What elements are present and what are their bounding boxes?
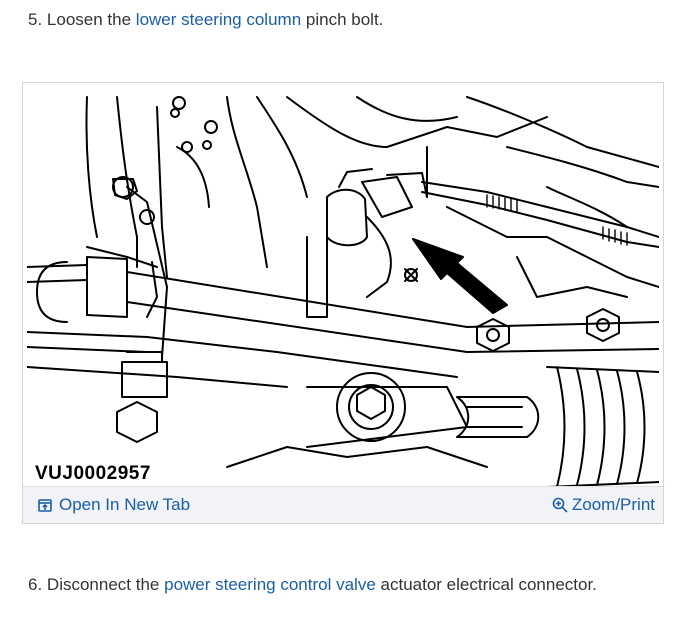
step-number: 5. (28, 10, 43, 29)
open-in-new-tab-button[interactable]: Open In New Tab (37, 495, 190, 515)
steering-column-diagram[interactable]: VUJ0002957 (27, 87, 659, 487)
magnifier-plus-icon (552, 497, 568, 513)
figure-code: VUJ0002957 (35, 463, 151, 484)
step-text-before: Loosen the (46, 10, 132, 29)
step-text-before: Disconnect the (46, 575, 160, 594)
zoom-print-button[interactable]: Zoom/Print (552, 495, 655, 515)
power-steering-control-valve-link[interactable]: power steering control valve (164, 575, 376, 594)
lower-steering-column-link[interactable]: lower steering column (135, 10, 302, 29)
step-6: 6. Disconnect the power steering control… (28, 574, 597, 596)
step-5: 5. Loosen the lower steering column pinc… (28, 9, 383, 31)
step-text-after: pinch bolt. (305, 10, 384, 29)
figure-card: VUJ0002957 Open In New Tab Zoom/Prin (22, 82, 664, 524)
external-link-icon (37, 497, 53, 513)
zoom-print-label: Zoom/Print (571, 495, 655, 514)
open-in-new-tab-label: Open In New Tab (59, 495, 191, 514)
figure-footer: Open In New Tab Zoom/Print (23, 486, 663, 523)
step-number: 6. (28, 575, 43, 594)
step-text-after: actuator electrical connector. (380, 575, 597, 594)
